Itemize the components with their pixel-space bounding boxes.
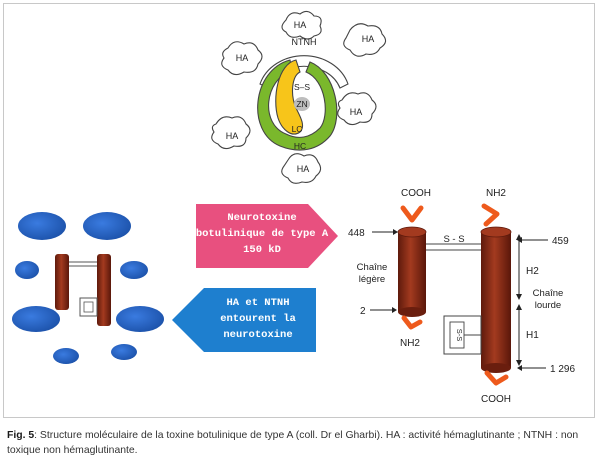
caption-text: : Structure moléculaire de la toxine bot… xyxy=(7,430,579,456)
ha-blob: HA xyxy=(343,23,387,57)
ha-ellipse xyxy=(116,306,164,332)
ha-blob: HA xyxy=(221,41,263,76)
ha-ellipse xyxy=(111,344,137,360)
residue-2-label: 2 xyxy=(360,306,366,317)
h2-label: H2 xyxy=(526,266,539,277)
light-chain-shape xyxy=(275,59,304,135)
nh2-bottom-mark xyxy=(401,315,423,330)
heavy-chain-label: lourde xyxy=(535,300,561,311)
nh2-terminal-mark xyxy=(481,203,500,227)
figure-frame xyxy=(3,3,595,418)
zn-label: ZN xyxy=(296,99,307,109)
complex-diagram: HA HA HA HA HA HA xyxy=(211,10,387,184)
residue-459-label: 459 xyxy=(552,236,569,247)
zn-circle xyxy=(294,97,310,111)
heavy-chain-ring xyxy=(257,59,338,151)
heavy-chain-cylinder xyxy=(481,232,511,368)
ha-ellipse xyxy=(15,261,39,279)
ha-label: HA xyxy=(362,34,375,44)
nh2-bottom-label: NH2 xyxy=(400,338,420,349)
light-chain-cylinder xyxy=(398,232,426,312)
heavy-chain-label: Chaîne xyxy=(533,288,564,299)
blue-arrow-line: entourent la xyxy=(220,313,296,325)
light-chain-label: légère xyxy=(359,274,385,285)
blue-arrow: HA et NTNH entourent la neurotoxine xyxy=(172,288,316,352)
ha-ellipse xyxy=(120,261,148,279)
pink-arrow-line: Neurotoxine xyxy=(227,212,296,224)
figure-caption: Fig. 5: Structure moléculaire de la toxi… xyxy=(7,428,591,458)
ss-label: S–S xyxy=(294,82,310,92)
mini-light-chain xyxy=(55,254,69,310)
residue-1296-label: 1 296 xyxy=(550,364,575,375)
blue-arrow-line: HA et NTNH xyxy=(226,297,289,309)
lc-label: LC xyxy=(292,124,303,134)
ha-blob: HA xyxy=(211,116,251,150)
ha-label: HA xyxy=(297,164,310,174)
ha-label: HA xyxy=(350,107,363,117)
ha-label: HA xyxy=(294,20,307,30)
nh2-top-label: NH2 xyxy=(486,188,506,199)
pink-arrow: Neurotoxine botulinique de type A 150 kD xyxy=(196,204,338,268)
toxin-diagram: HA HA HA HA HA HA xyxy=(12,10,575,405)
ha-blob: HA xyxy=(281,153,322,184)
residue-448-label: 448 xyxy=(348,228,365,239)
chain-structure: COOH NH2 448 459 2 1 296 S - S Chaîne lé… xyxy=(348,188,575,405)
ha-ellipse xyxy=(12,306,60,332)
ss-bridge-label: S - S xyxy=(443,234,464,245)
mini-heavy-chain xyxy=(97,254,111,326)
ha-blob: HA xyxy=(337,92,377,126)
caption-label: Fig. 5 xyxy=(7,430,35,441)
blue-arrow-line: neurotoxine xyxy=(223,329,292,341)
cooh-top-label: COOH xyxy=(401,188,431,199)
pink-arrow-line: botulinique de type A xyxy=(196,228,329,240)
hc-label: HC xyxy=(294,141,306,151)
ha-ellipse xyxy=(83,212,131,240)
ha-label: HA xyxy=(226,131,239,141)
ha-ellipse xyxy=(18,212,66,240)
cooh-terminal-mark xyxy=(400,205,424,223)
light-chain-label: Chaîne xyxy=(357,262,388,273)
cooh-bottom-mark xyxy=(484,370,509,386)
ha-ellipse xyxy=(53,348,79,364)
h1-label: H1 xyxy=(526,330,539,341)
pink-arrow-line: 150 kD xyxy=(243,244,281,256)
ha-blob: HA xyxy=(281,10,322,40)
ha-ntnh-cluster xyxy=(12,212,164,364)
ntnh-label: NTNH xyxy=(292,37,317,47)
cooh-bottom-label: COOH xyxy=(481,394,511,405)
ss-vertical-label: S-S xyxy=(455,329,464,342)
ha-label: HA xyxy=(236,53,249,63)
